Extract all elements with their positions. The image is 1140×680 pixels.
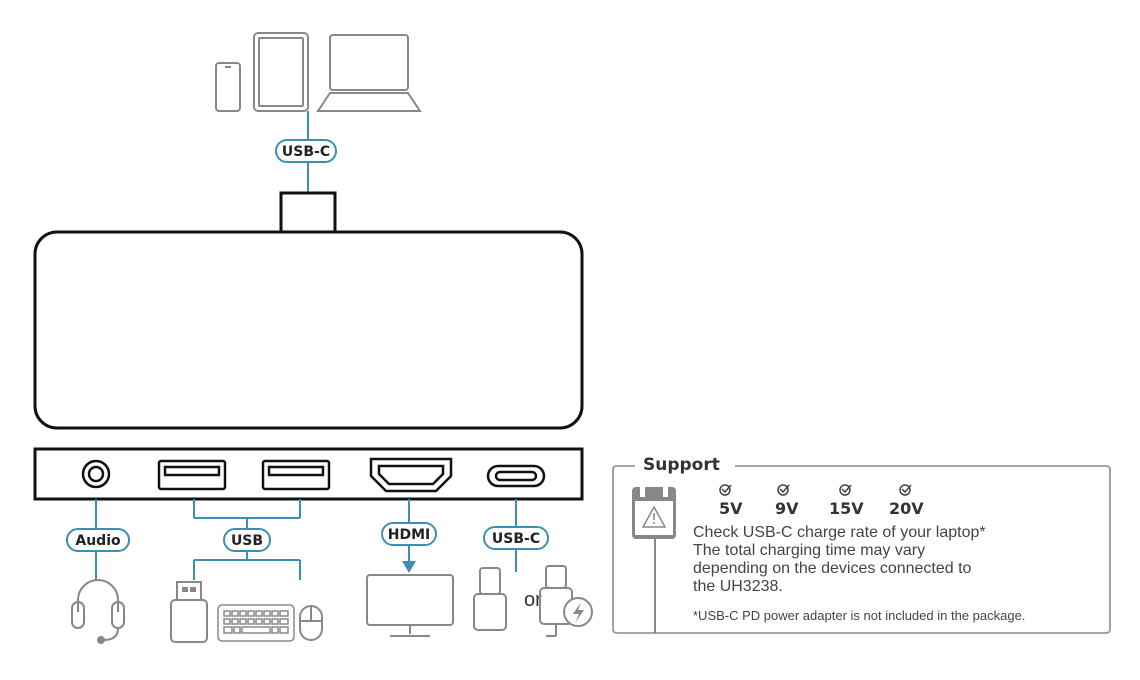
usb-drive-icon — [170, 581, 208, 643]
voltage-15v: 15V — [829, 499, 864, 518]
power-adapter-icon — [632, 487, 676, 633]
laptop-icon — [316, 34, 422, 112]
support-title: Support — [643, 455, 720, 475]
voltage-9v: 9V — [775, 499, 799, 518]
support-note-line-1: Check USB-C charge rate of your laptop* — [693, 524, 986, 541]
usb-c-label-bottom: USB-C — [483, 526, 549, 550]
hdmi-label: HDMI — [381, 522, 437, 546]
monitor-icon — [366, 574, 454, 637]
mouse-icon — [299, 605, 323, 641]
voltage-5v: 5V — [719, 499, 743, 518]
audio-port — [81, 459, 111, 489]
check-icon — [839, 484, 852, 496]
or-text: or — [524, 589, 542, 611]
tablet-icon — [253, 32, 309, 112]
hdmi-arrow — [402, 561, 416, 573]
usb-port-2 — [261, 459, 331, 491]
keyboard-icon — [217, 604, 295, 642]
headset-icon — [71, 579, 125, 644]
usb-c-port — [486, 464, 546, 488]
voltage-20v: 20V — [889, 499, 924, 518]
support-panel: Support 5V 9V 15V 20V Check USB-C — [612, 455, 1111, 634]
usb-c-label-top: USB-C — [275, 139, 337, 163]
usb-c-label-top-text: USB-C — [282, 144, 330, 160]
support-note-line-3: depending on the devices connected to — [693, 560, 972, 577]
audio-label-text: Audio — [75, 533, 121, 549]
audio-label: Audio — [66, 528, 130, 552]
usb-c-label-bottom-text: USB-C — [492, 531, 540, 547]
usb-label-text: USB — [231, 533, 263, 549]
usb-c-device-icon — [473, 567, 507, 631]
support-note-line-2: The total charging time may vary — [693, 542, 925, 559]
usb-port-1 — [157, 459, 227, 491]
hub-body — [33, 230, 584, 430]
hdmi-port — [369, 457, 453, 493]
phone-icon — [215, 62, 241, 112]
support-footnote: *USB-C PD power adapter is not included … — [693, 608, 1025, 623]
usb-c-plug — [279, 191, 337, 235]
support-note-line-4: the UH3238. — [693, 578, 783, 595]
usb-label: USB — [223, 528, 271, 552]
check-icon — [777, 484, 790, 496]
charger-icon — [539, 565, 593, 637]
check-icon — [899, 484, 912, 496]
connector-lines — [95, 499, 517, 580]
hdmi-label-text: HDMI — [388, 527, 430, 543]
check-icon — [719, 484, 732, 496]
